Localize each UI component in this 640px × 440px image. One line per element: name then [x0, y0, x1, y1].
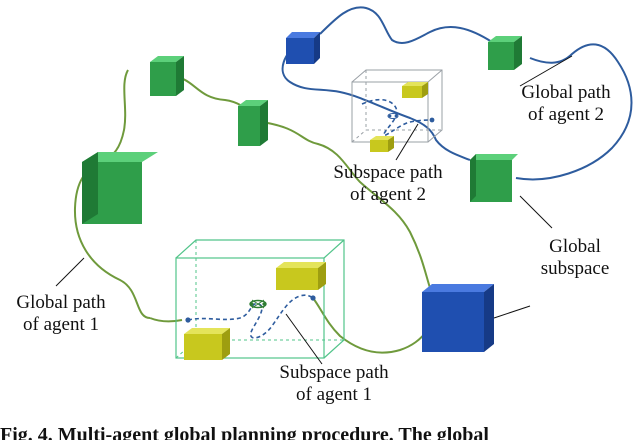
label-subspace-path-agent1-line1: Subspace path — [279, 362, 389, 383]
global-path-agent1-start — [149, 317, 183, 323]
subspace-agent2-goal — [429, 117, 435, 123]
subspace-agent2 — [351, 69, 443, 143]
green-cube-4 — [488, 36, 522, 70]
green-cube-2 — [238, 100, 268, 146]
figure-caption: Fig. 4. Multi-agent global planning proc… — [0, 424, 489, 440]
label-subspace-path-agent2-line2: of agent 2 — [350, 184, 426, 205]
label-global-path-agent1-line2: of agent 1 — [23, 314, 99, 335]
label-subspace-path-agent2-line1: Subspace path — [333, 162, 443, 183]
label-subspace-path-agent1-line2: of agent 1 — [296, 384, 372, 405]
label-global-subspace: Global subspace — [520, 236, 630, 280]
green-cube-3 — [82, 152, 158, 224]
leader-global-subspace-2 — [493, 305, 531, 319]
label-global-path-agent2-line1: Global path — [521, 82, 611, 103]
green-cube-5 — [470, 154, 518, 202]
label-global-path-agent2-line2: of agent 2 — [528, 104, 604, 125]
label-global-path-agent2: Global path of agent 2 — [496, 82, 636, 126]
label-global-subspace-line1: Global — [549, 236, 601, 257]
leader-global-path-agent1 — [55, 257, 85, 287]
agent1-marker-icon — [249, 299, 267, 309]
subspace-path-agent2 — [361, 98, 433, 137]
subspace-agent1-start — [185, 317, 191, 323]
label-global-path-agent1-line1: Global path — [16, 292, 106, 313]
leader-subspace-path-agent2 — [395, 123, 419, 161]
green-cube-1 — [150, 56, 184, 96]
subspace-path-agent1 — [187, 294, 314, 339]
global-path-agent1 — [73, 69, 431, 319]
label-subspace-path-agent2: Subspace path of agent 2 — [318, 162, 458, 206]
obstacle-agent2-top — [402, 82, 428, 98]
leader-global-subspace — [519, 195, 553, 229]
blue-cube-2 — [422, 284, 494, 352]
obstacle-agent1-bottom — [184, 328, 230, 360]
agent2-marker-icon — [387, 113, 399, 119]
obstacle-agent2-bottom — [370, 136, 394, 152]
label-global-subspace-line2: subspace — [540, 258, 610, 279]
global-path-agent1-tail — [312, 297, 429, 354]
blue-cube-1 — [286, 32, 320, 64]
leader-global-path-agent2 — [519, 55, 573, 87]
leader-subspace-path-agent1 — [285, 313, 323, 365]
global-path-agent2 — [281, 6, 633, 181]
subspace-agent1-goal — [310, 295, 316, 301]
label-subspace-path-agent1: Subspace path of agent 1 — [258, 362, 410, 406]
obstacle-agent1-top — [276, 262, 326, 290]
label-global-path-agent1: Global path of agent 1 — [0, 292, 122, 336]
